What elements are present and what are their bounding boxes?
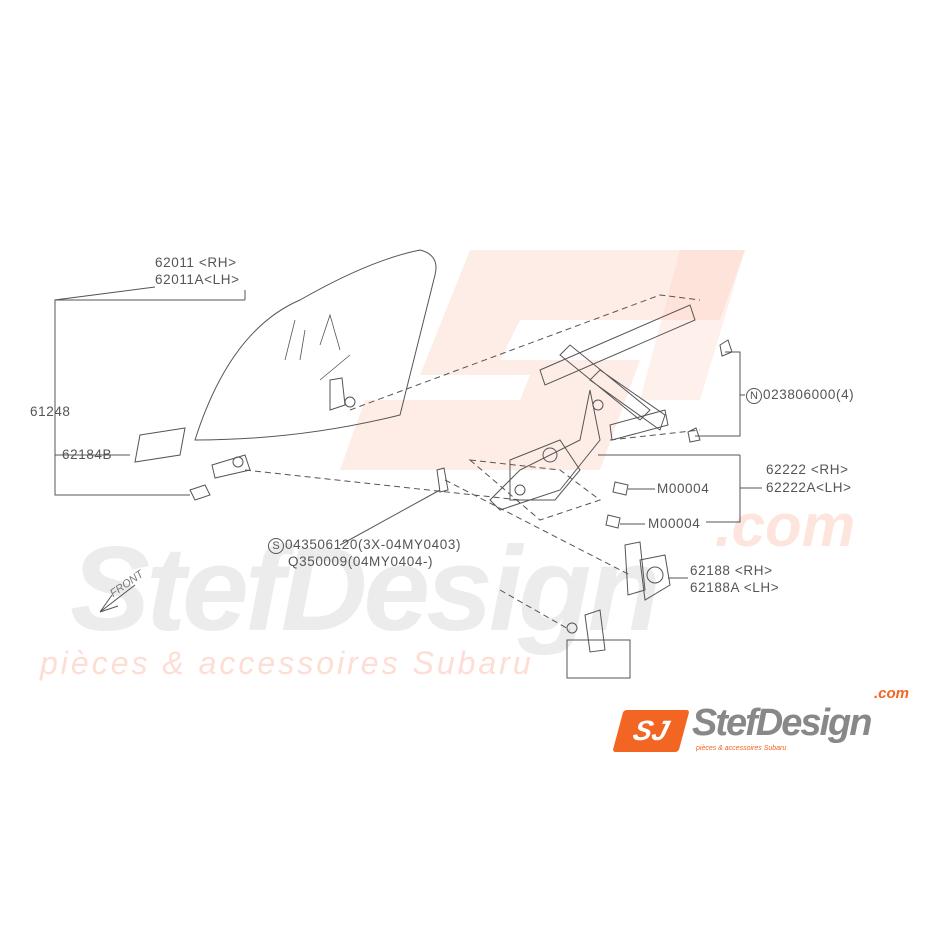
watermark-domain: .com (715, 492, 856, 559)
door-glass (194, 249, 437, 479)
watermark-tagline: pièces & accessoires Subaru (40, 645, 534, 681)
motor (624, 541, 671, 601)
logo-mark: SJ (612, 710, 690, 752)
label-glass-rh: 62011 <RH> (155, 255, 237, 270)
front-arrow-icon (99, 584, 136, 613)
logo-domain: .com (874, 685, 910, 702)
s-badge: S (268, 538, 284, 554)
label-tape: 62184B (62, 447, 113, 462)
label-motor-lh: 62188A <LH> (690, 580, 780, 595)
glass-tape (134, 427, 186, 463)
screw-part-number-1: 043506120(3X-04MY0403) (285, 537, 462, 552)
logo-name: StefDesign (692, 702, 872, 744)
label-glass-lh: 62011A<LH> (155, 272, 240, 287)
label-regulator-lh: 62222A<LH> (766, 480, 852, 495)
label-screw-2: Q350009(04MY0404-) (288, 554, 434, 569)
watermark-brand: StefDesign (70, 522, 661, 656)
leader-lines (54, 286, 762, 579)
label-regulator-rh: 62222 <RH> (766, 462, 849, 477)
label-bolt-2: M00004 (648, 516, 701, 531)
logo-tagline: pièces & accessoires Subaru (696, 745, 787, 752)
label-glass-assy: 61248 (30, 404, 71, 419)
label-motor-rh: 62188 <RH> (690, 563, 773, 578)
nut-part-number: 023806000(4) (763, 387, 855, 402)
clip (189, 484, 211, 501)
n-badge: N (746, 388, 762, 404)
label-bolt-1: M00004 (657, 481, 710, 496)
stefdesign-logo: SJ StefDesign .com pièces & accessoires … (612, 686, 922, 760)
bracket (566, 609, 631, 679)
dashed-lines (244, 294, 701, 631)
